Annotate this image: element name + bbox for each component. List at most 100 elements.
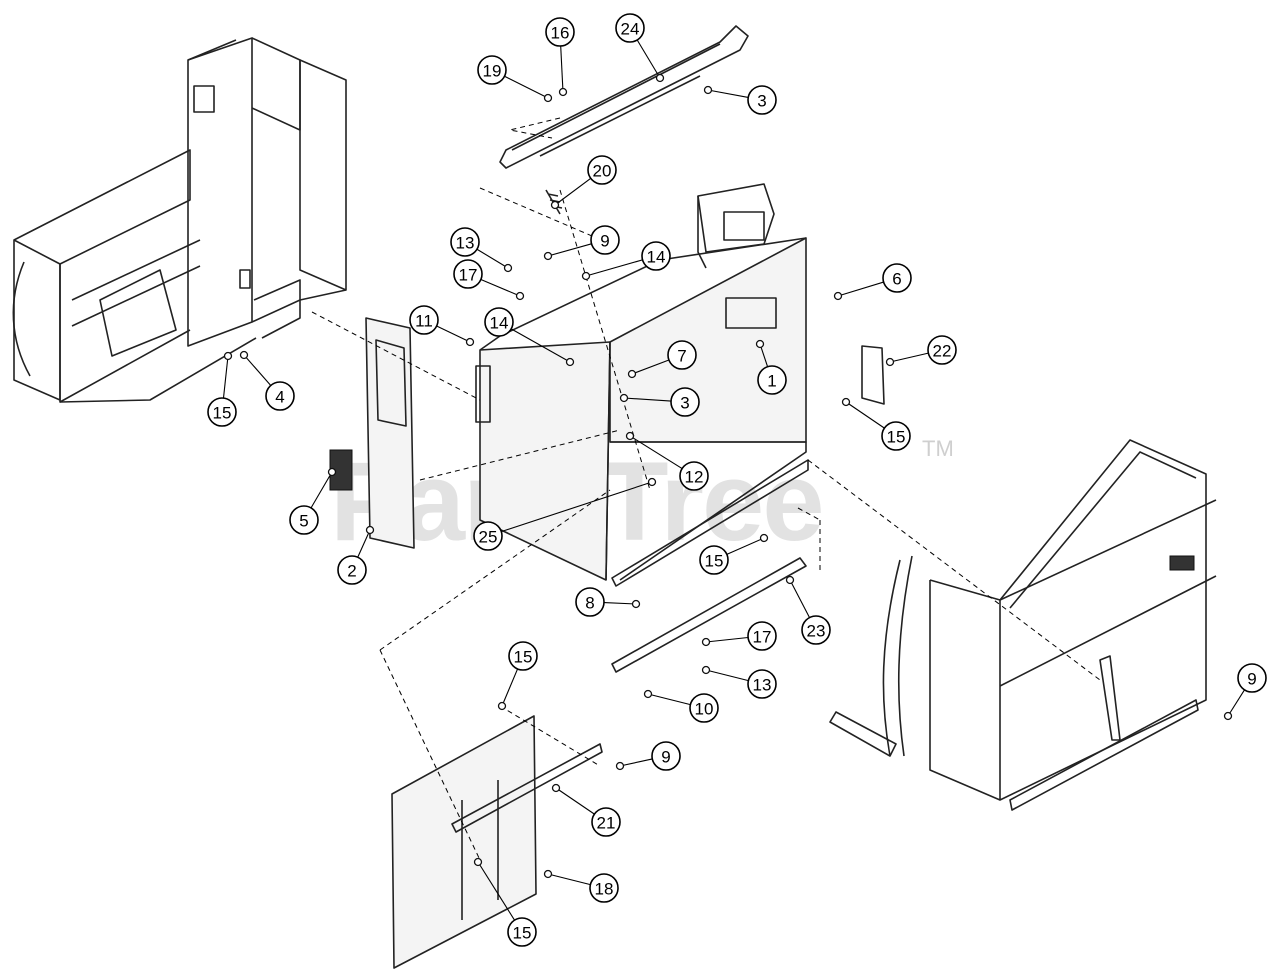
callout-circle <box>747 669 777 699</box>
fastener-marker <box>833 291 843 301</box>
part-callout[interactable]: 2 <box>337 555 367 585</box>
callout-circle <box>337 555 367 585</box>
callout-circle <box>747 85 777 115</box>
callout-label: 2 <box>347 562 356 581</box>
part-callout[interactable]: 24 <box>615 13 645 43</box>
part-callout[interactable]: 1 <box>757 365 787 395</box>
callout-label: 4 <box>275 388 284 407</box>
callout-circle <box>587 155 617 185</box>
side-bracket <box>861 345 885 405</box>
callout-circle <box>1237 663 1267 693</box>
part-callout[interactable]: 15 <box>699 545 729 575</box>
callout-label: 15 <box>887 428 906 447</box>
fastener-marker <box>841 397 851 407</box>
callout-circle <box>265 381 295 411</box>
callout-circle <box>882 263 912 293</box>
callout-label: 22 <box>933 342 952 361</box>
part-callout[interactable]: 13 <box>450 227 480 257</box>
part-callout[interactable]: 3 <box>670 387 700 417</box>
leader-line <box>477 861 516 921</box>
part-callout[interactable]: 15 <box>881 421 911 451</box>
part-callout[interactable]: 4 <box>265 381 295 411</box>
main-housing <box>475 183 809 587</box>
part-callout[interactable]: 3 <box>747 85 777 115</box>
part-callout[interactable]: 15 <box>507 917 537 947</box>
part-callout[interactable]: 15 <box>508 641 538 671</box>
fastener-marker <box>473 857 483 867</box>
part-callout[interactable]: 17 <box>747 621 777 651</box>
fastener-marker <box>581 271 591 281</box>
part-callout[interactable]: 22 <box>927 335 957 365</box>
leader-line <box>310 471 333 509</box>
fastener-marker <box>327 467 337 477</box>
leader-line <box>889 352 929 363</box>
callout-label: 23 <box>807 622 826 641</box>
part-callout[interactable]: 25 <box>473 521 503 551</box>
leader-line <box>480 278 521 297</box>
fastener-marker <box>503 263 513 273</box>
callout-label: 19 <box>483 62 502 81</box>
leader-line <box>707 89 749 98</box>
fastener-marker <box>558 87 568 97</box>
leader-line <box>603 602 637 605</box>
part-callout[interactable]: 10 <box>689 693 719 723</box>
leader-line <box>837 281 884 297</box>
callout-circle <box>667 340 697 370</box>
support-bar <box>611 557 807 673</box>
leader-line <box>705 669 749 682</box>
fastener-marker <box>647 477 657 487</box>
callout-circle <box>927 335 957 365</box>
hardware-fasteners <box>223 73 1233 879</box>
callout-label: 14 <box>647 248 666 267</box>
callout-circle <box>453 259 483 289</box>
leader-line <box>357 529 371 558</box>
part-callout[interactable]: 6 <box>882 263 912 293</box>
part-callout[interactable]: 9 <box>1237 663 1267 693</box>
fastener-marker <box>627 369 637 379</box>
part-callout[interactable]: 15 <box>207 397 237 427</box>
callout-circle <box>881 421 911 451</box>
leader-line <box>222 355 229 399</box>
fastener-marker <box>615 761 625 771</box>
part-callout[interactable]: 17 <box>453 259 483 289</box>
part-callout[interactable]: 12 <box>679 461 709 491</box>
callout-label: 24 <box>621 20 640 39</box>
callout-circle <box>450 227 480 257</box>
fastener-marker <box>625 431 635 441</box>
callout-label: 9 <box>1247 670 1256 689</box>
part-callout[interactable]: 18 <box>589 873 619 903</box>
part-callout[interactable]: 9 <box>590 225 620 255</box>
part-callout[interactable]: 5 <box>289 505 319 535</box>
fastener-marker <box>239 350 249 360</box>
part-callout[interactable]: 16 <box>545 17 575 47</box>
part-callout[interactable]: 21 <box>591 807 621 837</box>
fastener-marker <box>497 701 507 711</box>
part-callout[interactable]: 20 <box>587 155 617 185</box>
leader-line <box>845 401 885 429</box>
part-callout[interactable]: 11 <box>409 305 439 335</box>
leader-line <box>501 668 519 707</box>
side-cover-panel <box>329 317 415 549</box>
leader-line <box>623 397 672 402</box>
callout-label: 10 <box>695 700 714 719</box>
leader-lines <box>222 39 1245 921</box>
part-callout[interactable]: 7 <box>667 340 697 370</box>
fastener-marker <box>785 575 795 585</box>
part-callout[interactable]: 13 <box>747 669 777 699</box>
part-callout[interactable]: 14 <box>484 307 514 337</box>
part-callout[interactable]: 9 <box>651 741 681 771</box>
leader-line <box>555 787 595 815</box>
part-callout[interactable]: 14 <box>641 241 671 271</box>
fastener-marker <box>565 357 575 367</box>
callout-circle <box>747 621 777 651</box>
fastener-marker <box>885 357 895 367</box>
leader-line <box>629 435 683 470</box>
callout-label: 15 <box>514 648 533 667</box>
part-callout[interactable]: 23 <box>801 615 831 645</box>
callout-circle <box>615 13 645 43</box>
part-callout[interactable]: 19 <box>477 55 507 85</box>
callout-circle <box>484 307 514 337</box>
callout-circle <box>651 741 681 771</box>
callout-label: 6 <box>892 270 901 289</box>
part-callout[interactable]: 8 <box>575 587 605 617</box>
